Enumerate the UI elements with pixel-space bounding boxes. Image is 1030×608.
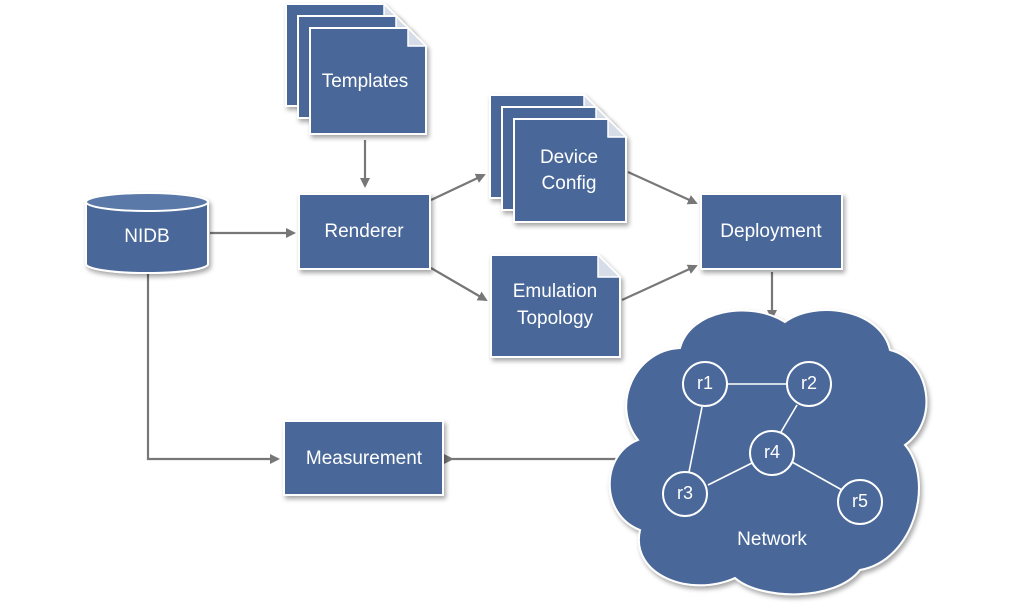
deployment-label: Deployment — [720, 221, 822, 242]
edge-nidb-measurement — [146, 270, 280, 464]
device-config-label-line2: Config — [542, 173, 597, 194]
link-r1-r3 — [688, 406, 703, 473]
deployment-node: Deployment — [700, 193, 843, 270]
link-r4-r5 — [791, 461, 843, 491]
nidb-label: NIDB — [124, 226, 169, 247]
edge-emulation-deployment — [621, 264, 698, 301]
router-r1-label: r1 — [697, 373, 713, 393]
edge-device-config-deployment — [627, 170, 698, 205]
measurement-node: Measurement — [283, 420, 444, 496]
edge-renderer-device-config — [430, 173, 486, 201]
templates-node: Templates — [285, 2, 428, 135]
device-config-label-line1: Device — [540, 147, 598, 168]
router-r2-label: r2 — [801, 373, 817, 393]
router-r1: r1 — [682, 361, 728, 407]
network-label: Network — [737, 529, 807, 550]
edge-renderer-emulation — [430, 267, 488, 302]
network-links — [688, 383, 843, 491]
edges — [146, 140, 777, 464]
templates-label: Templates — [322, 71, 409, 92]
renderer-label: Renderer — [324, 221, 404, 242]
emulation-label-line1: Emulation — [513, 281, 598, 302]
router-r5-label: r5 — [852, 491, 868, 511]
renderer-node: Renderer — [298, 193, 431, 270]
network-cloud: r1 r2 r3 r4 r5 Network — [608, 309, 928, 596]
link-r2-r4 — [780, 404, 798, 433]
emulation-topology-node: Emulation Topology — [490, 253, 622, 358]
measurement-label: Measurement — [306, 448, 423, 469]
router-r3-label: r3 — [677, 483, 693, 503]
router-r2: r2 — [786, 361, 832, 407]
link-r3-r4 — [707, 462, 753, 486]
emulation-label-line2: Topology — [517, 308, 594, 329]
device-config-node: Device Config — [489, 93, 628, 223]
router-r3: r3 — [662, 471, 708, 517]
router-r4: r4 — [749, 430, 795, 476]
router-r5: r5 — [837, 479, 883, 525]
router-r4-label: r4 — [764, 442, 780, 462]
nidb-node: NIDB — [85, 192, 209, 274]
